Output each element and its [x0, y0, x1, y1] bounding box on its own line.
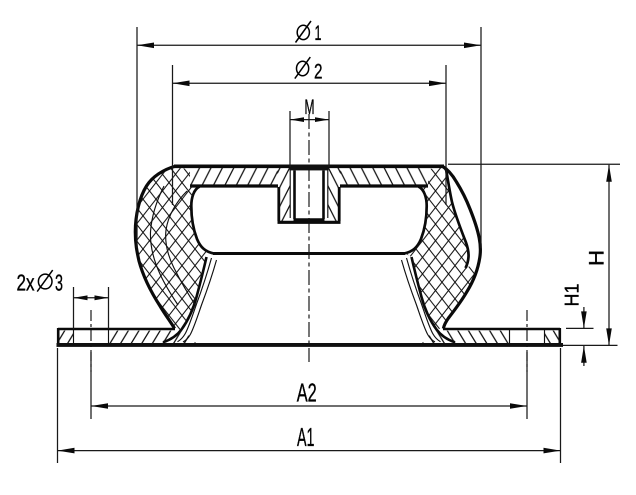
svg-text:3: 3 [55, 270, 63, 296]
svg-text:1: 1 [315, 22, 322, 45]
svg-text:2x: 2x [17, 270, 35, 296]
svg-text:A1: A1 [297, 422, 315, 452]
svg-text:H1: H1 [562, 284, 584, 307]
svg-text:A2: A2 [297, 377, 317, 407]
svg-text:M: M [305, 96, 315, 119]
svg-text:H: H [586, 250, 609, 266]
svg-text:2: 2 [314, 61, 323, 84]
